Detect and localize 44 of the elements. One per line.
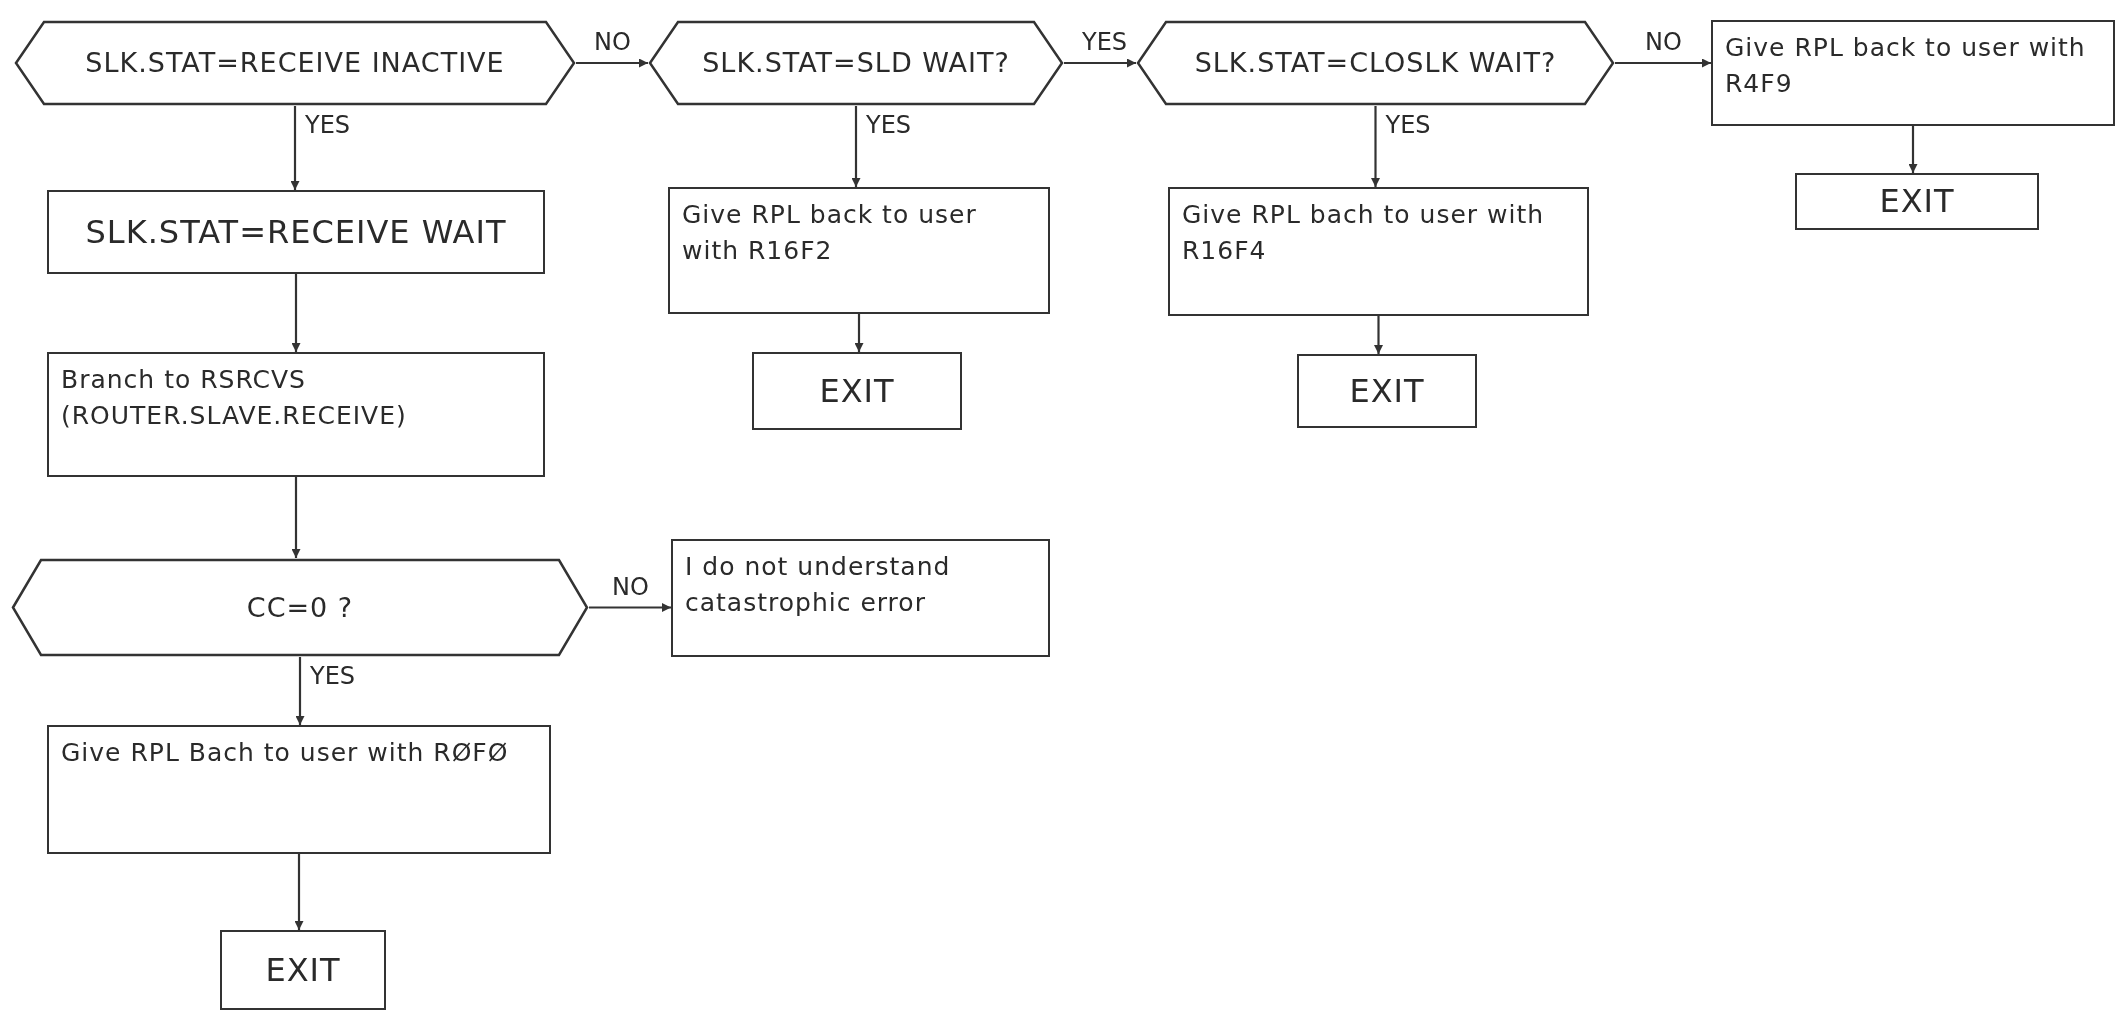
arrow [851,106,861,187]
terminal-box [1297,354,1477,428]
arrow [1371,106,1380,187]
arrow [295,657,305,725]
arrow [854,314,864,352]
arrow [589,603,671,612]
box-text: EXIT [1879,181,1955,223]
box-text: Give RPL bach to user with R16F4 [1182,199,1546,268]
process-box [47,725,551,854]
decision-hexagon [648,20,1064,106]
decision-text: SLK.STAT=SLD WAIT? [702,46,1010,81]
box-text: Give RPL back to user with R4F9 [1725,32,2087,101]
arrow [1615,58,1711,68]
arrow [291,274,301,352]
arrow [294,854,304,930]
box-text: Give RPL back to user with R16F2 [682,199,978,268]
box-text: SLK.STAT=RECEIVE WAIT [85,211,507,253]
terminal-box [752,352,962,430]
terminal-box [220,930,386,1010]
decision-hexagon [14,20,576,106]
box-text: EXIT [819,370,895,412]
arrow [291,477,301,558]
arrow [290,106,300,190]
arrow [1908,126,1918,173]
process-box [1168,187,1589,316]
box-text: Branch to RSRCVS (ROUTER.SLAVE.RECEIVE) [61,364,408,433]
arrow [576,58,648,68]
decision-hexagon [11,558,589,657]
arrow [1374,316,1383,354]
box-text: EXIT [265,949,341,991]
decision-text: CC=0 ? [246,590,354,625]
process-box [47,352,545,477]
terminal-box [1795,173,2039,230]
process-box [668,187,1050,314]
decision-text: SLK.STAT=CLOSLK WAIT? [1194,46,1557,81]
process-box [1711,20,2115,126]
decision-text: SLK.STAT=RECEIVE INACTIVE [85,46,505,81]
terminal-box [47,190,545,274]
process-box [671,539,1050,657]
decision-hexagon [1136,20,1615,106]
arrow [1064,58,1136,68]
box-text: Give RPL Bach to user with RØFØ [61,737,509,769]
box-text: I do not understand catastrophic error [685,551,952,620]
box-text: EXIT [1349,370,1425,412]
